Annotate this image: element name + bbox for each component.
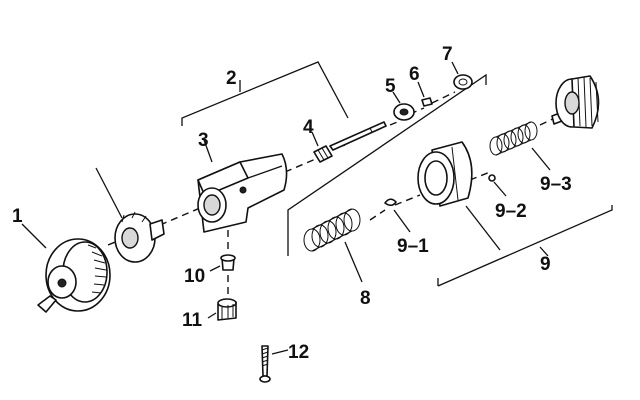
callout-10: 10: [184, 266, 205, 287]
part-12-screw: [259, 345, 289, 383]
callout-2: 2: [226, 68, 237, 89]
callout-5: 5: [385, 76, 396, 97]
leader-line-1: [21, 223, 47, 249]
callout-9: 9: [540, 254, 551, 275]
callout-9-2: 9–2: [495, 201, 527, 222]
part-2-needle: [329, 121, 387, 151]
part-11-nut: [207, 298, 237, 321]
part-8-spring: [303, 208, 363, 283]
part-3-body: [197, 139, 288, 233]
callout-11: 11: [182, 310, 203, 331]
callout-8: 8: [360, 288, 371, 309]
leader-line-7: [451, 61, 459, 75]
leader-line-12: [271, 349, 289, 355]
part-4-packing: [311, 131, 333, 163]
leader-line-3: [203, 139, 213, 163]
leader-line-8: [344, 241, 363, 283]
part-1-air-cap: [21, 223, 111, 313]
part-6-nut: [417, 81, 433, 107]
leader-line-11: [207, 312, 217, 319]
part-9-cylinder: [417, 141, 501, 251]
leader-line-9-2: [493, 181, 507, 197]
leader-line-4: [311, 131, 319, 147]
callout-7: 7: [442, 44, 453, 65]
callout-9-3: 9–3: [540, 174, 572, 195]
part-10-pin: [209, 254, 236, 272]
callout-3: 3: [198, 130, 209, 151]
callout-12: 12: [288, 342, 309, 363]
part-9-2-ball: [488, 174, 507, 197]
leader-line-10: [209, 265, 221, 272]
leader-line-5: [392, 91, 401, 104]
bracket-part-2: [181, 61, 349, 126]
leader-line-9-3: [531, 147, 551, 171]
callout-labels: 1 2 3 4 5 6 7 8 9 9–1 9–2 9–3 10 11 12: [12, 44, 572, 363]
part-9-1-clip: [384, 198, 411, 233]
leader-line-9-1: [393, 209, 411, 233]
callout-4: 4: [303, 117, 314, 138]
bracket-part-9-group: [287, 73, 613, 287]
part-5-seal: [392, 91, 415, 121]
leader-line-9: [465, 205, 501, 251]
part-7-washer: [451, 61, 473, 90]
assembly-axis-lines: [107, 91, 556, 300]
fluid-nozzle: [95, 167, 165, 263]
adjustment-knob: [551, 75, 600, 129]
leader-line-nozzle: [95, 167, 123, 219]
callout-6: 6: [409, 64, 420, 85]
leader-line-6: [417, 81, 425, 98]
callout-1: 1: [12, 206, 23, 227]
part-9-3-spring: [489, 121, 551, 171]
callout-9-1: 9–1: [397, 236, 429, 257]
